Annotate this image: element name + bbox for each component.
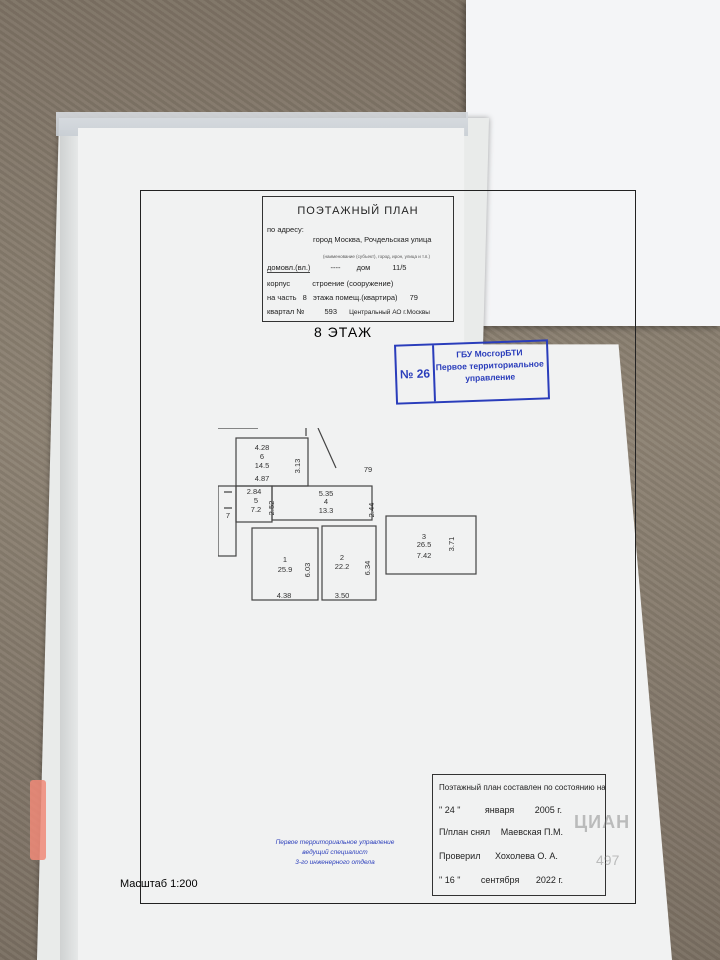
taken-label: П/план снял	[439, 827, 491, 837]
bottom-stamp-line-2: ведущий специалист	[302, 849, 368, 856]
date-2-row: " 16 " сентября 2022 г.	[439, 875, 564, 885]
date-1-month: января	[484, 805, 515, 815]
dim-371: 3.71	[447, 537, 456, 552]
address-value: город Москва, Рочдельская улица	[313, 235, 432, 244]
dim-742: 7.42	[417, 551, 432, 560]
outer-walls	[218, 428, 337, 469]
korpus-row: корпус строение (сооружение)	[267, 279, 393, 288]
plan-title: ПОЭТАЖНЫЙ ПЛАН	[297, 205, 419, 217]
dim-603: 6.03	[303, 563, 312, 578]
info-box: Поэтажный план составлен по состоянию на…	[432, 774, 606, 896]
room-2-outline	[321, 525, 377, 601]
dim-313: 3.13	[293, 459, 302, 474]
stroenie-label: строение (сооружение)	[312, 279, 394, 288]
watermark-number: 497	[596, 852, 620, 868]
house-label: домовл.(вл.)	[267, 263, 311, 273]
room-3-id: 3	[422, 532, 426, 541]
dim-428: 4.28	[255, 443, 270, 452]
kvartal-value: 593	[324, 307, 337, 316]
dim-244: 2.44	[367, 503, 376, 518]
date-1-year: 2005 г.	[534, 805, 562, 815]
plan-header-box: ПОЭТАЖНЫЙ ПЛАН по адресу: город Москва, …	[262, 196, 454, 322]
dim-634: 6.34	[363, 561, 372, 576]
dim-350: 3.50	[335, 591, 350, 600]
kvartal-row: квартал № 593 Центральный АО г.Москвы	[267, 307, 430, 316]
drawing-frame	[140, 190, 636, 904]
address-sub: (наименование (субъект), город, ирон, ул…	[323, 254, 431, 259]
watermark: ЦИАН	[574, 812, 631, 832]
district: Центральный АО г.Москвы	[349, 309, 430, 316]
floor-plan-drawing: 4.28 6 14.5 4.87 3.13 79 2.84 5 7.2 2.52…	[218, 428, 477, 601]
room-5-id: 5	[254, 496, 258, 505]
date-2-month: сентября	[480, 875, 520, 885]
room-4-id: 4	[324, 497, 328, 506]
checked-label: Проверил	[439, 851, 481, 861]
paper-edge	[60, 130, 80, 960]
checked-row: Проверил Хохолева О. А.	[439, 851, 558, 861]
room-2-area: 22.2	[335, 562, 350, 571]
checked-by: Хохолева О. А.	[494, 851, 558, 861]
house-dash: ----	[330, 263, 341, 272]
korpus-label: корпус	[267, 279, 291, 288]
floor-title: 8 ЭТАЖ	[314, 324, 373, 340]
address-label: по адресу:	[267, 225, 304, 234]
date-1-row: " 24 " января 2005 г.	[439, 805, 562, 815]
bottom-stamp: Первое территориальное управление ведущи…	[260, 838, 410, 868]
bottom-stamp-line-1: Первое территориальное управление	[275, 839, 395, 846]
scale-label: Масштаб 1:200	[120, 878, 198, 890]
dim-487: 4.87	[255, 474, 270, 483]
red-mark	[30, 780, 46, 860]
part-row: на часть 8 этажа помещ.(квартира) 79	[267, 293, 418, 302]
address-row: по адресу:	[267, 225, 304, 234]
dom-value: 11/5	[392, 263, 407, 272]
room-7-id: 7	[226, 511, 230, 520]
taken-row: П/план снял Маевская П.М.	[439, 827, 563, 837]
fixtures	[224, 491, 232, 509]
top-right-paper	[466, 0, 720, 326]
info-line-1: Поэтажный план составлен по состоянию на	[439, 783, 606, 792]
dim-284: 2.84	[247, 487, 262, 496]
floor-label-text: этажа помещ.(квартира)	[312, 293, 398, 302]
date-2-year: 2022 г.	[535, 875, 564, 885]
date-1-day: 24	[444, 805, 455, 815]
apartment-value: 79	[409, 293, 418, 302]
taken-by: Маевская П.М.	[500, 827, 563, 837]
room-1-area: 25.9	[278, 565, 293, 574]
room-2-id: 2	[340, 553, 344, 562]
dim-438: 4.38	[277, 591, 292, 600]
room-6-area: 14.5	[255, 461, 270, 470]
room-1-id: 1	[283, 555, 287, 564]
part-value: 8	[302, 293, 307, 302]
bottom-stamp-line-3: 3-го инженерного отдела	[295, 859, 375, 866]
room-5-area: 7.2	[251, 505, 261, 514]
room-3-area: 26.5	[417, 540, 432, 549]
apt-number: 79	[364, 465, 372, 474]
room-4-outline	[271, 485, 373, 521]
dim-535: 5.35	[319, 489, 334, 498]
dim-252: 2.52	[267, 501, 276, 516]
bti-stamp: № 26 ГБУ МосгорБТИ Первое территориально…	[393, 339, 551, 405]
dom-label: дом	[356, 263, 371, 272]
room-1-outline	[251, 527, 319, 601]
house-row: домовл.(вл.) ---- дом 11/5	[267, 263, 406, 273]
room-3-outline	[385, 515, 477, 575]
stamp-number: № 26	[396, 345, 436, 403]
date-2-day: 16	[444, 875, 455, 885]
kvartal-label: квартал №	[267, 307, 305, 316]
room-6-id: 6	[260, 452, 264, 461]
room-7-outline	[218, 485, 237, 557]
room-4-area: 13.3	[319, 506, 334, 515]
part-label: на часть	[267, 293, 297, 302]
stamp-text: ГБУ МосгорБТИ Первое территориальное упр…	[434, 345, 545, 385]
